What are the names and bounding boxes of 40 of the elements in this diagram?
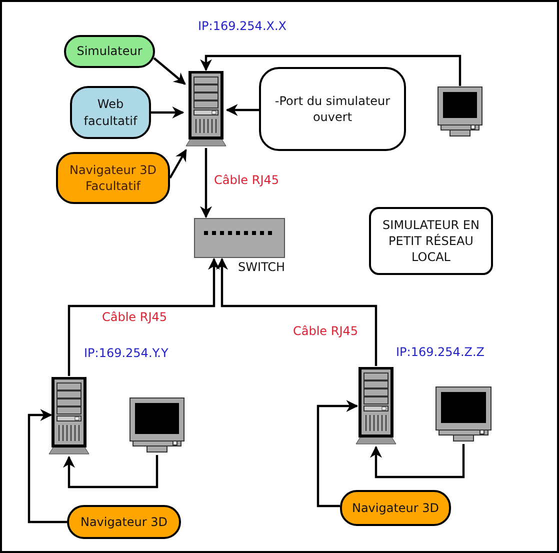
arrow <box>169 148 187 179</box>
server-tower <box>47 377 91 455</box>
arrow <box>216 258 378 366</box>
node-text: SIMULATEUR EN PETIT RÉSEAU LOCAL <box>382 216 480 266</box>
ip-address-label: IP:169.254.Y.Y <box>84 346 168 360</box>
rounded-box <box>340 490 451 526</box>
node-text: Navigateur 3D Facultatif <box>68 162 158 194</box>
arrow <box>151 106 184 118</box>
node-text: Navigateur 3D <box>80 514 168 530</box>
arrow <box>68 258 220 376</box>
ip-address-label: IP:169.254.Z.Z <box>396 345 485 359</box>
edge-label: Câble RJ45 <box>292 324 360 338</box>
arrow <box>370 444 465 478</box>
rounded-box <box>56 152 170 204</box>
arrow <box>316 400 358 508</box>
computer-monitor <box>437 86 483 138</box>
arrow <box>200 148 212 218</box>
rounded-box <box>259 67 406 151</box>
arrow <box>28 409 67 524</box>
rounded-box <box>67 505 181 539</box>
computer-monitor <box>129 397 185 454</box>
rounded-box <box>64 35 155 68</box>
arrow <box>63 455 158 488</box>
arrow <box>200 54 462 86</box>
node-text: Navigateur 3D <box>352 500 440 516</box>
computer-monitor <box>435 386 492 443</box>
node-text: Web facultatif <box>82 96 138 129</box>
server-tower <box>184 71 228 147</box>
arrow <box>226 104 259 116</box>
node-text: Simulateur <box>76 43 142 60</box>
edge-label: Câble RJ45 <box>213 173 280 187</box>
device-label: SWITCH <box>238 260 286 274</box>
node-text: -Port du simulateur ouvert <box>274 92 392 126</box>
edge-label: Câble RJ45 <box>101 310 168 324</box>
server-tower <box>354 367 398 445</box>
note-box <box>369 207 493 275</box>
arrow <box>153 57 186 85</box>
network-switch <box>194 218 285 258</box>
rounded-box <box>70 86 151 139</box>
ip-address-label: IP:169.254.X.X <box>198 19 287 33</box>
